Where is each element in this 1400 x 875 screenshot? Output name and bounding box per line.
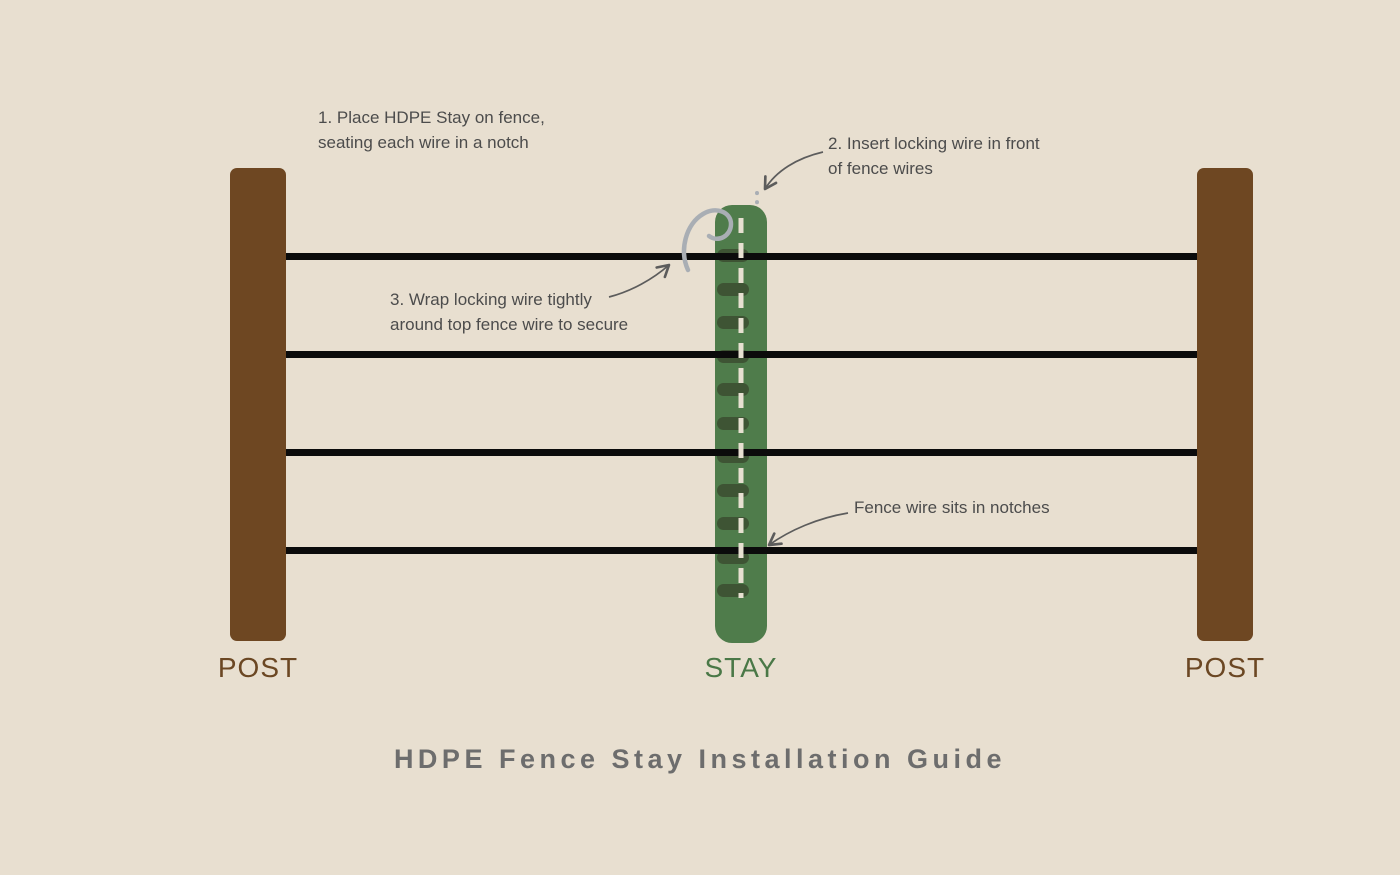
stay-label: STAY <box>704 652 778 683</box>
fence-wire-4 <box>286 547 1197 554</box>
stay-notch <box>717 316 749 329</box>
stay-notch <box>717 584 749 597</box>
annotation-step1: 1. Place HDPE Stay on fence, seating eac… <box>318 108 545 152</box>
stay-notch <box>717 417 749 430</box>
stay-notch <box>717 517 749 530</box>
post-right-label: POST <box>1184 652 1266 683</box>
annotation-step2: 2. Insert locking wire in front of fence… <box>828 134 1040 178</box>
stay-notch <box>717 484 749 497</box>
post-left <box>230 168 286 641</box>
post-left-label: POST <box>217 652 299 683</box>
fence-wire-3 <box>286 449 1197 456</box>
annotation-step3: 3. Wrap locking wire tightly around top … <box>390 290 629 334</box>
diagram-title: HDPE Fence Stay Installation Guide <box>393 744 1007 774</box>
arrow-step2 <box>763 151 824 191</box>
annotation-notch-note: Fence wire sits in notches <box>854 498 1050 517</box>
stay-notch <box>717 283 749 296</box>
arrow-notch-note <box>767 512 849 547</box>
post-right <box>1197 168 1253 641</box>
fence-wire-1 <box>286 253 1197 260</box>
fence-wire-2 <box>286 351 1197 358</box>
stay-notch <box>717 383 749 396</box>
